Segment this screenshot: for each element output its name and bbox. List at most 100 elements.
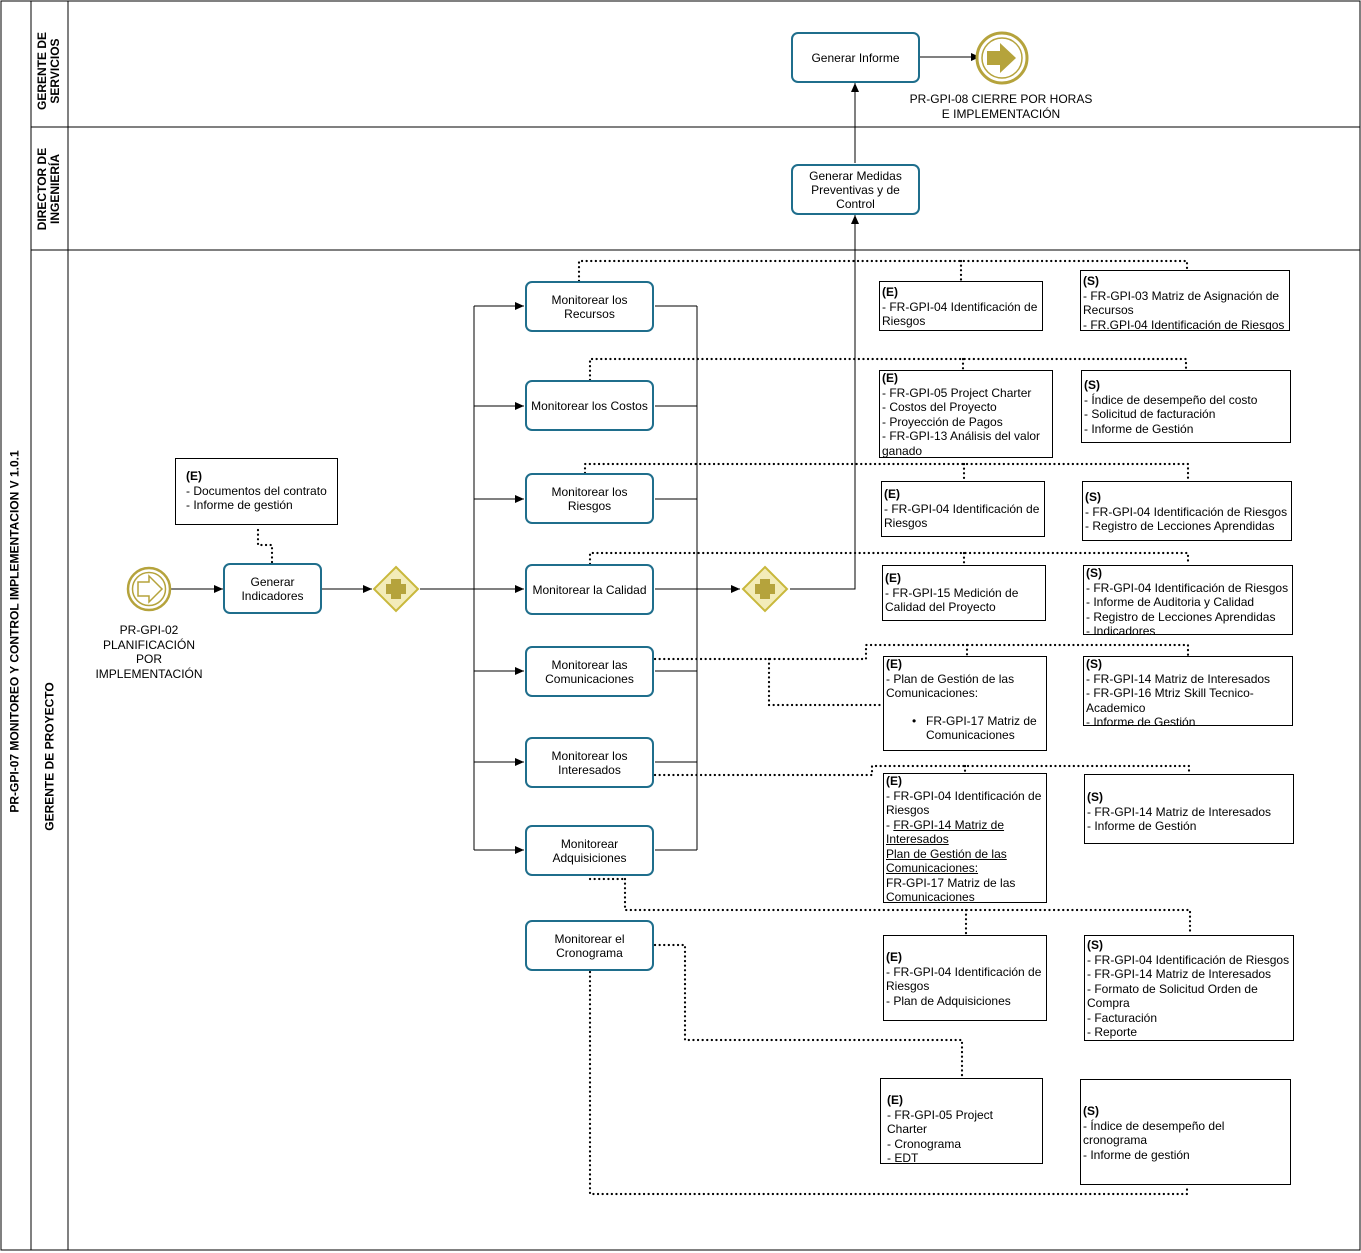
data-associations [256,259,1192,1196]
assoc-cronograma-in [653,943,964,1080]
doc-header: (S) [1086,657,1102,671]
parallel-gateway-join [741,565,789,613]
doc-line: - Informe de gestión [1083,1147,1190,1162]
assoc-comunicaciones [653,643,1190,661]
doc-line: - FR-GPI-05 Project Charter [882,385,1032,400]
doc-line: - Costos del Proyecto [882,400,997,414]
task-generar-indicadores[interactable]: Generar Indicadores [223,563,322,614]
arrow-icon [987,43,1016,73]
doc-line: - Informe de Auditoria y Calidad [1086,595,1255,609]
doc-header: (E) [887,1093,903,1107]
doc-header: (E) [882,371,898,385]
task-generar-medidas[interactable]: Generar Medidas Preventivas y de Control [791,164,920,215]
lane-label-gerente-servicios: GERENTE DE SERVICIOS [35,32,62,111]
assoc-comunicaciones-in [767,657,885,707]
doc-header: (S) [1085,490,1101,504]
doc-line: - EDT [887,1151,919,1164]
doc-header: (S) [1083,1104,1099,1118]
doc-recursos-entradas: (E) - FR-GPI-04 Identificación de Riesgo… [879,281,1043,331]
doc-line: - FR-GPI-14 Matriz de Interesados [1086,671,1271,686]
doc-cronograma-entradas: (E) - FR-GPI-05 Project Charter - Cronog… [880,1078,1043,1164]
doc-bullet: FR-GPI-17 Matriz de Comunicaciones [886,714,1044,743]
doc-indicadores-entradas: (E) - Documentos del contrato - Informe … [175,458,338,525]
task-monitorear-riesgos[interactable]: Monitorear los Riesgos [525,473,654,524]
end-event [975,31,1029,85]
doc-line: - FR-GPI-05 Project Charter [887,1107,994,1137]
task-monitorear-adquisiciones[interactable]: Monitorear Adquisiciones [525,825,654,876]
doc-comunicaciones-entradas: (E) - Plan de Gestión de las Comunicacio… [883,656,1047,751]
doc-line: - FR-GPI-04 Identificación de Riesgos [1086,580,1289,595]
doc-header: (S) [1084,378,1100,392]
doc-line: - FR-GPI-03 Matriz de Asignación de Recu… [1083,288,1280,318]
doc-comunicaciones-salidas: (S) - FR-GPI-14 Matriz de Interesados - … [1083,656,1293,726]
assoc-indicadores-in [256,528,274,565]
task-monitorear-costos[interactable]: Monitorear los Costos [525,380,654,431]
doc-line: - Informe de Gestión [1087,819,1197,833]
doc-header: (E) [886,774,902,788]
doc-calidad-entradas: (E) - FR-GPI-15 Medición de Calidad del … [882,565,1046,621]
doc-line: - FR-GPI-04 Identificación de Riesgos [886,964,1042,994]
doc-recursos-salidas: (S) - FR-GPI-03 Matriz de Asignación de … [1080,270,1290,331]
assoc-recursos [577,259,1189,283]
doc-costos-entradas: (E) - FR-GPI-05 Project Charter - Costos… [879,370,1053,458]
doc-header: (S) [1086,566,1102,580]
doc-line: - FR-GPI-04 Identificación de Riesgos [1085,504,1288,519]
sequence-flows [171,53,980,854]
assoc-cronograma-out [588,970,1189,1196]
doc-line: - Proyección de Pagos [882,414,1003,429]
doc-line: - Indicadores [1086,624,1156,635]
doc-line: - FR-GPI-16 Mtriz Skill Tecnico-Academic… [1086,686,1254,715]
doc-line: - Facturación [1087,1010,1158,1025]
task-monitorear-comunicaciones[interactable]: Monitorear las Comunicaciones [525,646,654,697]
doc-line: - Índice de desempeño del costo [1084,392,1258,407]
arrow-icon [137,574,164,604]
doc-line: - Registro de Lecciones Aprendidas [1085,519,1275,533]
flow-gateway-to-medidas [790,215,859,590]
assoc-riesgos [583,462,1190,483]
task-monitorear-interesados[interactable]: Monitorear los Interesados [525,737,654,788]
doc-line: - Registro de Lecciones Aprendidas [1086,609,1276,624]
doc-line: - FR.GPI-04 Identificación de Riesgos [1083,317,1285,331]
assoc-adquisiciones [623,877,1192,937]
doc-header: (S) [1087,790,1103,804]
doc-line: - FR-GPI-14 Matriz de Interesados [1087,804,1272,819]
doc-interesados-entradas: (E) - FR-GPI-04 Identificación de Riesgo… [883,773,1047,903]
task-generar-informe[interactable]: Generar Informe [791,32,920,83]
doc-costos-salidas: (S) - Índice de desempeño del costo - So… [1081,370,1291,443]
doc-line: FR-GPI-17 Matriz de las Comunicaciones [886,875,1016,903]
pool-title: PR-GPI-07 MONITOREO Y CONTROL IMPLEMENTA… [7,450,22,813]
task-monitorear-recursos[interactable]: Monitorear los Recursos [525,281,654,332]
plus-icon [386,579,406,599]
assoc-calidad [588,551,1190,567]
doc-line: - Plan de Adquisiciones [886,993,1011,1008]
doc-cronograma-salidas: (S) - Índice de desempeño del cronograma… [1080,1079,1291,1185]
doc-line: - FR-GPI-13 Análisis del valor ganado [882,429,1041,458]
doc-header: (S) [1087,938,1103,952]
end-event-label: PR-GPI-08 CIERRE POR HORAS E IMPLEMENTAC… [909,92,1093,121]
doc-line: - Formato de Solicitud Orden de Compra [1087,981,1258,1011]
doc-header: (E) [886,950,902,964]
doc-header: (E) [886,657,902,671]
doc-line: - FR-GPI-15 Medición de Calidad del Proy… [885,585,1019,615]
parallel-gateway-split [372,565,420,613]
start-event [126,566,172,612]
doc-line: - Informe de gestión [186,498,293,512]
task-monitorear-calidad[interactable]: Monitorear la Calidad [525,564,654,615]
doc-line-underlined: Plan de Gestión de las Comunicaciones: [886,846,1007,876]
doc-line: - FR-GPI-04 Identificación de Riesgos [884,501,1040,531]
doc-line: - FR-GPI-04 Identificación de Riesgos [882,299,1038,329]
doc-riesgos-entradas: (E) - FR-GPI-04 Identificación de Riesgo… [881,481,1045,537]
task-monitorear-cronograma[interactable]: Monitorear el Cronograma [525,920,654,971]
doc-calidad-salidas: (S) - FR-GPI-04 Identificación de Riesgo… [1083,565,1293,635]
doc-riesgos-salidas: (S) - FR-GPI-04 Identificación de Riesgo… [1082,481,1292,541]
doc-header: (E) [882,285,898,299]
lane-label-director-ingenieria: DIRECTOR DE INGENIERÍA [35,147,62,231]
plus-icon [755,579,775,599]
doc-line: - Índice de desempeño del cronograma [1083,1118,1225,1148]
doc-line: - FR-GPI-14 Matriz de Interesados [886,818,1044,847]
lane-label-gerente-proyecto: GERENTE DE PROYECTO [42,682,57,831]
doc-interesados-salidas: (S) - FR-GPI-14 Matriz de Interesados - … [1084,774,1294,844]
doc-line-underlined: FR-GPI-14 Matriz de Interesados [886,817,1005,847]
